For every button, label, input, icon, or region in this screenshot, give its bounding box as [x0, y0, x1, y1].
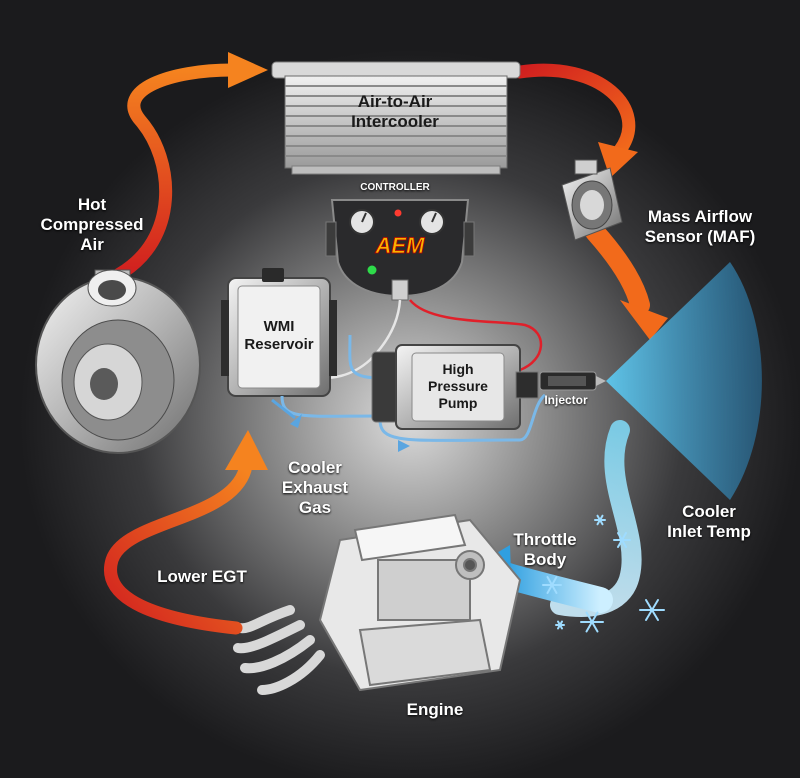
turbo-icon: [35, 269, 201, 454]
brand-logo: AEM: [375, 233, 426, 258]
hot-air-arrow: [111, 52, 268, 282]
maf-icon: [561, 159, 623, 241]
controller-wires: [321, 299, 543, 380]
controller-icon: [325, 199, 475, 301]
pump-icon: [371, 344, 539, 430]
throttle-label: Throttle Body: [513, 530, 577, 569]
engine-icon: [233, 513, 522, 695]
reservoir-icon: [221, 268, 337, 397]
intercooler-icon: [271, 61, 521, 175]
injector-icon: [539, 371, 606, 391]
controller-label: CONTROLLER: [360, 182, 430, 193]
cooler-exhaust-label: Cooler Exhaust Gas: [281, 458, 349, 517]
intercooler-label: Air-to-Air Intercooler: [351, 92, 439, 131]
injector-label: Injector: [544, 393, 588, 407]
cooler-inlet-label: Cooler Inlet Temp: [667, 502, 751, 541]
maf-to-intake-arrow: [585, 222, 668, 340]
snowflake-icon: [542, 514, 665, 633]
exhaust-arrow: [104, 430, 268, 635]
pump-label: High Pressure Pump: [428, 361, 488, 411]
hot-air-label: Hot Compressed Air: [40, 195, 144, 254]
lower-egt-label: Lower EGT: [157, 567, 247, 586]
maf-label: Mass Airflow Sensor (MAF): [644, 207, 756, 246]
engine-label: Engine: [406, 700, 464, 719]
injector-spray: [606, 262, 762, 500]
wmi-label: WMI Reservoir: [244, 318, 314, 353]
